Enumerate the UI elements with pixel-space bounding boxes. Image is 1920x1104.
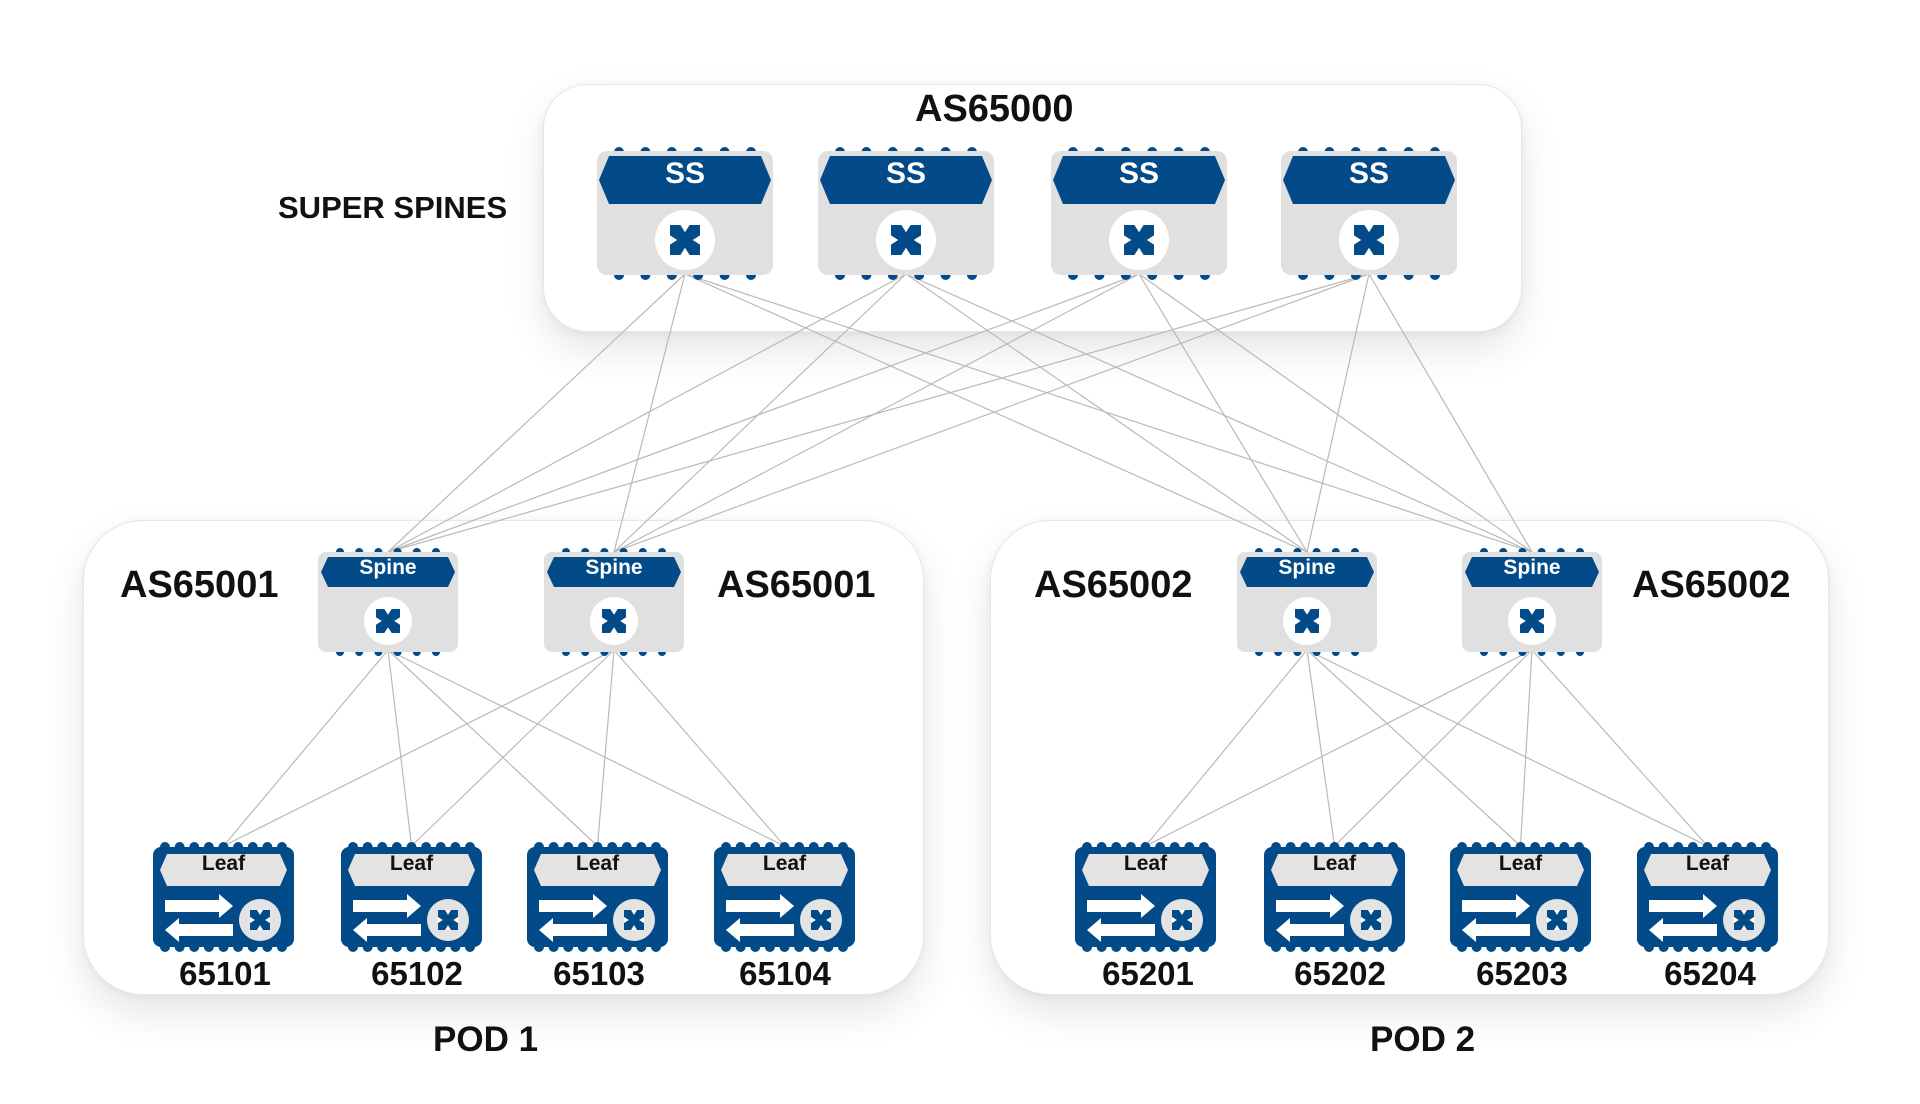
super-spine-as-label: AS65000	[915, 88, 1074, 130]
device-graphic	[1281, 147, 1457, 280]
bidirectional-arrows-icon	[539, 894, 607, 942]
router-icon	[438, 910, 458, 930]
leaf-asn-label: 65201	[1102, 955, 1194, 992]
leaf-device[interactable]: Leaf	[1075, 842, 1216, 952]
device-graphic	[153, 842, 294, 952]
super-spine-shape	[818, 147, 994, 280]
device-label: SS	[664, 157, 706, 190]
leaf-asn-label: 65102	[371, 955, 463, 992]
bidirectional-arrows-icon	[353, 894, 421, 942]
router-icon	[1734, 910, 1754, 930]
pod-1-as-left: AS65001	[120, 564, 279, 606]
spine-device[interactable]: Spine	[318, 548, 458, 656]
leaf-shape	[714, 842, 855, 952]
super-spine-shape	[597, 147, 773, 280]
leaf-shape	[153, 842, 294, 952]
device-label: SS	[1348, 157, 1390, 190]
device-graphic	[1450, 842, 1591, 952]
device-graphic	[527, 842, 668, 952]
device-label: Leaf	[201, 852, 246, 875]
leaf-asn-label: 65203	[1476, 955, 1568, 992]
leaf-shape	[1450, 842, 1591, 952]
leaf-device[interactable]: Leaf	[1450, 842, 1591, 952]
device-graphic	[818, 147, 994, 280]
router-icon	[1295, 609, 1319, 633]
bidirectional-arrows-icon	[1649, 894, 1717, 942]
spine-device[interactable]: Spine	[1462, 548, 1602, 656]
device-label: Spine	[1503, 556, 1561, 579]
device-graphic	[1264, 842, 1405, 952]
leaf-asn-label: 65101	[179, 955, 271, 992]
router-icon	[811, 910, 831, 930]
leaf-device[interactable]: Leaf	[153, 842, 294, 952]
leaf-device[interactable]: Leaf	[714, 842, 855, 952]
pod-1-as-right: AS65001	[717, 564, 876, 606]
device-graphic	[1051, 147, 1227, 280]
router-icon	[250, 910, 270, 930]
router-icon	[1354, 225, 1384, 255]
device-label: Leaf	[1498, 852, 1543, 875]
super-spine-device[interactable]: SS	[1281, 147, 1457, 280]
router-icon	[1172, 910, 1192, 930]
device-label: Spine	[1278, 556, 1336, 579]
device-label: SS	[1118, 157, 1160, 190]
device-label: Leaf	[389, 852, 434, 875]
device-graphic	[714, 842, 855, 952]
device-label: Leaf	[1123, 852, 1168, 875]
leaf-device[interactable]: Leaf	[1264, 842, 1405, 952]
router-icon	[602, 609, 626, 633]
device-label: Spine	[585, 556, 643, 579]
super-spine-shape	[1281, 147, 1457, 280]
device-label: Leaf	[1312, 852, 1357, 875]
super-spine-device[interactable]: SS	[818, 147, 994, 280]
leaf-device[interactable]: Leaf	[1637, 842, 1778, 952]
bidirectional-arrows-icon	[165, 894, 233, 942]
router-icon	[1520, 609, 1544, 633]
spine-device[interactable]: Spine	[544, 548, 684, 656]
device-label: Leaf	[1685, 852, 1730, 875]
super-spine-device[interactable]: SS	[1051, 147, 1227, 280]
device-graphic	[318, 548, 458, 656]
super-spine-shape	[1051, 147, 1227, 280]
super-spine-device[interactable]: SS	[597, 147, 773, 280]
leaf-device[interactable]: Leaf	[527, 842, 668, 952]
leaf-shape	[1075, 842, 1216, 952]
device-label: Leaf	[575, 852, 620, 875]
device-label: Leaf	[762, 852, 807, 875]
leaf-device[interactable]: Leaf	[341, 842, 482, 952]
pod-2-as-left: AS65002	[1034, 564, 1193, 606]
bidirectional-arrows-icon	[1276, 894, 1344, 942]
leaf-shape	[527, 842, 668, 952]
spine-shape	[318, 548, 458, 656]
leaf-shape	[341, 842, 482, 952]
router-icon	[376, 609, 400, 633]
leaf-shape	[1264, 842, 1405, 952]
bidirectional-arrows-icon	[726, 894, 794, 942]
pod-2-label: POD 2	[1370, 1020, 1476, 1059]
router-icon	[1361, 910, 1381, 930]
leaf-asn-label: 65103	[553, 955, 645, 992]
pod-2-as-right: AS65002	[1632, 564, 1791, 606]
super-spines-title: SUPER SPINES	[278, 190, 508, 225]
device-label: Spine	[359, 556, 417, 579]
device-label: SS	[885, 157, 927, 190]
device-graphic	[597, 147, 773, 280]
leaf-asn-label: 65204	[1664, 955, 1756, 992]
router-icon	[624, 910, 644, 930]
device-graphic	[1075, 842, 1216, 952]
pod-1-label: POD 1	[433, 1020, 539, 1059]
leaf-asn-label: 65104	[739, 955, 831, 992]
router-icon	[1124, 225, 1154, 255]
router-icon	[891, 225, 921, 255]
bidirectional-arrows-icon	[1087, 894, 1155, 942]
router-icon	[1547, 910, 1567, 930]
spine-device[interactable]: Spine	[1237, 548, 1377, 656]
router-icon	[670, 225, 700, 255]
leaf-asn-label: 65202	[1294, 955, 1386, 992]
bidirectional-arrows-icon	[1462, 894, 1530, 942]
device-graphic	[341, 842, 482, 952]
